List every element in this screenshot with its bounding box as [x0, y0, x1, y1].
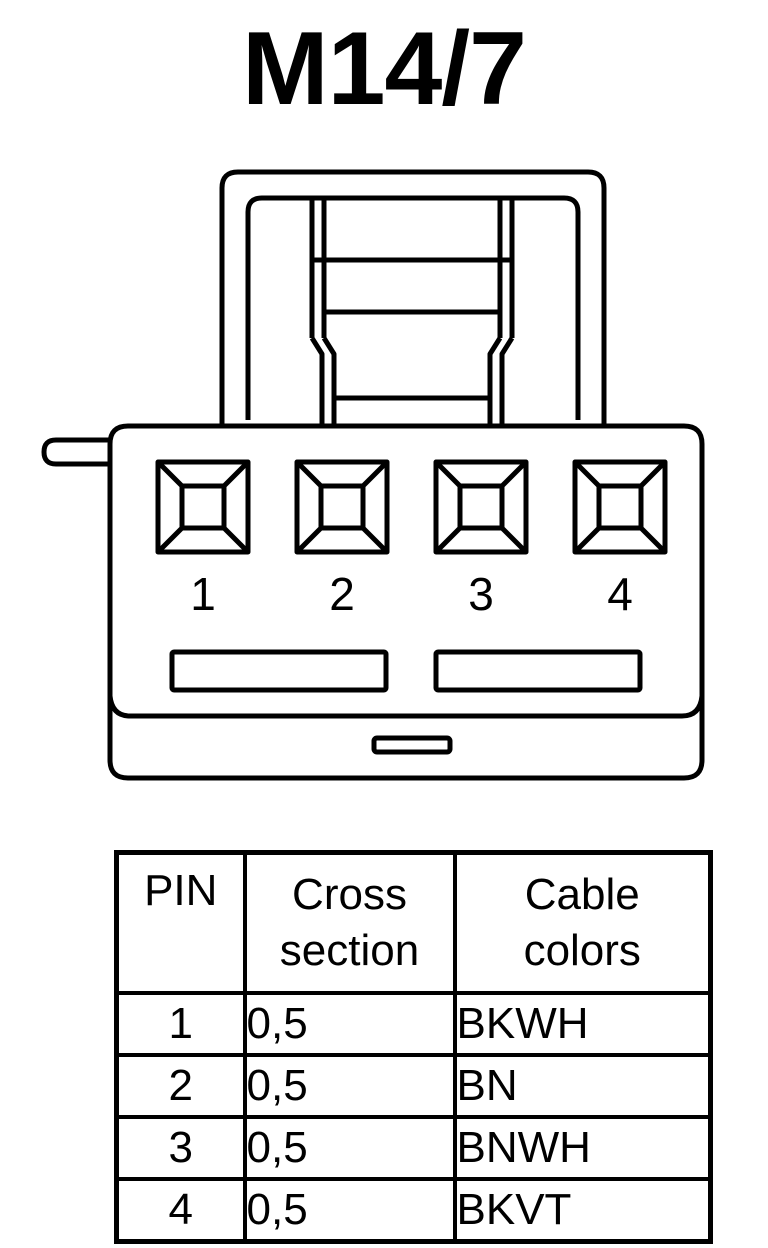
cell-cable-color: BKVT — [452, 1177, 713, 1244]
pin-cavity-3 — [433, 459, 529, 555]
header-pin: PIN — [114, 850, 247, 995]
table-row: 3 0,5 BNWH — [114, 1115, 713, 1181]
table-header-row: PIN Cross section Cable colors — [114, 850, 713, 995]
pin-label-1: 1 — [190, 568, 216, 620]
table-row: 2 0,5 BN — [114, 1053, 713, 1119]
cell-cross-section: 0,5 — [242, 1115, 457, 1181]
cell-cross-section: 0,5 — [242, 1177, 457, 1244]
cell-cross-section: 0,5 — [242, 1053, 457, 1119]
cell-pin: 2 — [114, 1053, 247, 1119]
table-row: 1 0,5 BKWH — [114, 991, 713, 1057]
cell-pin: 4 — [114, 1177, 247, 1244]
cell-cross-section: 0,5 — [242, 991, 457, 1057]
pin-label-2: 2 — [329, 568, 355, 620]
header-cable-colors: Cable colors — [452, 850, 713, 995]
table-row: 4 0,5 BKVT — [114, 1177, 713, 1244]
cell-cable-color: BNWH — [452, 1115, 713, 1181]
cell-pin: 1 — [114, 991, 247, 1057]
pin-cavity-4 — [572, 459, 668, 555]
pin-cavity-1 — [155, 459, 251, 555]
cell-pin: 3 — [114, 1115, 247, 1181]
header-cross-section: Cross section — [242, 850, 457, 995]
connector-side-tab — [41, 437, 112, 467]
cell-cable-color: BN — [452, 1053, 713, 1119]
pin-cavity-2 — [294, 459, 390, 555]
connector-drawing: 1 2 3 4 — [41, 169, 705, 781]
pin-label-4: 4 — [607, 568, 633, 620]
connector-latch — [219, 169, 607, 426]
pin-assignment-table: PIN Cross section Cable colors 1 0,5 BKW… — [114, 850, 713, 1244]
connector-housing — [107, 423, 705, 781]
cell-cable-color: BKWH — [452, 991, 713, 1057]
diagram-title: M14/7 — [241, 11, 527, 127]
pin-label-3: 3 — [468, 568, 494, 620]
